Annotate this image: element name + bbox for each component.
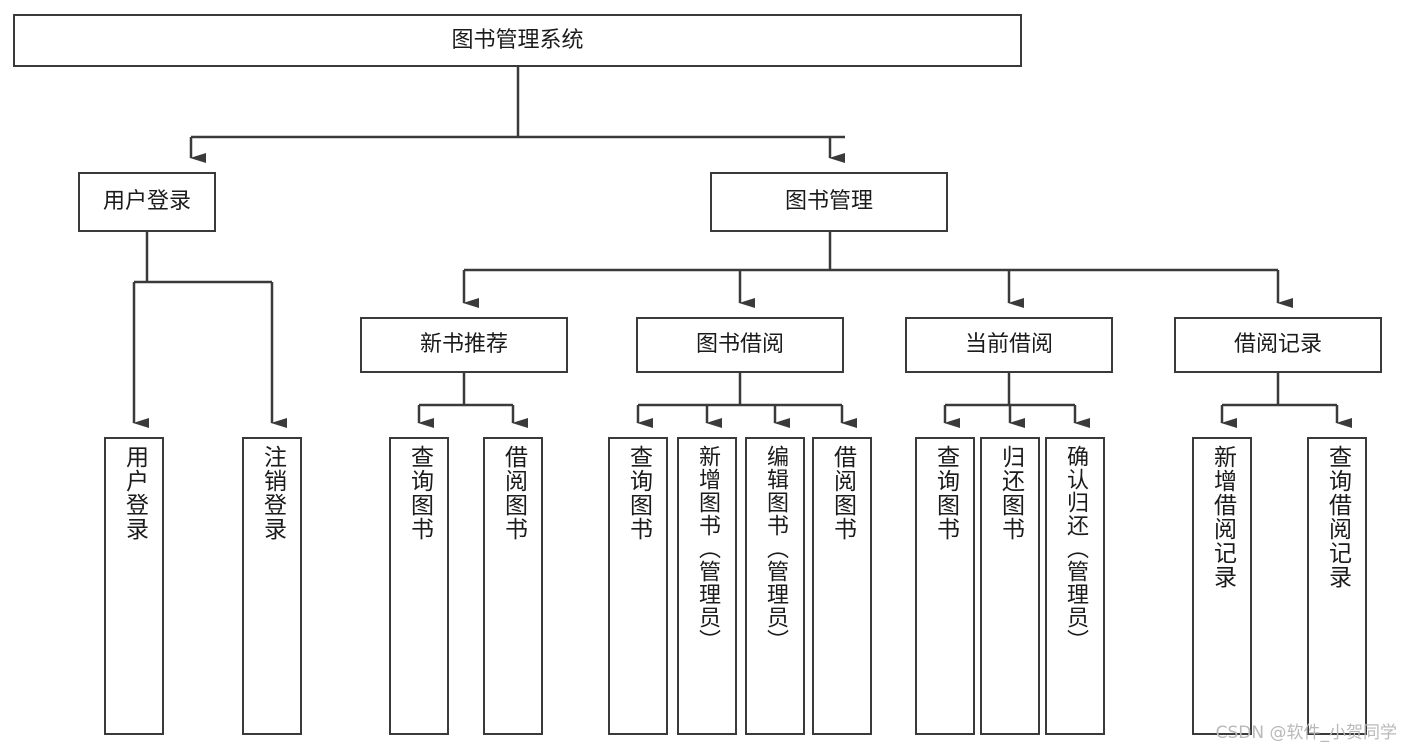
node-label: 编辑图书（管理员） xyxy=(763,445,788,652)
node-label: 新增图书（管理员） xyxy=(695,445,720,652)
leaf-record-query-record[interactable]: 查询借阅记录 xyxy=(1307,437,1367,735)
node-label: 图书管理 xyxy=(784,189,873,215)
leaf-record-add-record[interactable]: 新增借阅记录 xyxy=(1192,437,1252,735)
node-root-system[interactable]: 图书管理系统 xyxy=(13,14,1022,67)
node-label: 查询图书 xyxy=(625,445,652,541)
leaf-user-login-login[interactable]: 用户登录 xyxy=(104,437,164,735)
node-label: 确认归还（管理员） xyxy=(1063,445,1088,652)
leaf-borrow-borrow-book[interactable]: 借阅图书 xyxy=(812,437,872,735)
node-borrow-record[interactable]: 借阅记录 xyxy=(1174,317,1382,373)
leaf-current-query-book[interactable]: 查询图书 xyxy=(915,437,975,735)
node-label: 借阅记录 xyxy=(1233,332,1322,358)
node-new-book-recommend[interactable]: 新书推荐 xyxy=(360,317,568,373)
node-label: 借阅图书 xyxy=(500,445,527,541)
csdn-watermark: CSDN @软件_小贺同学 xyxy=(1215,723,1397,743)
node-book-management[interactable]: 图书管理 xyxy=(710,172,948,232)
node-label: 查询图书 xyxy=(932,445,959,541)
node-label: 新增借阅记录 xyxy=(1209,445,1236,589)
node-label: 归还图书 xyxy=(997,445,1024,541)
leaf-borrow-query-book[interactable]: 查询图书 xyxy=(608,437,668,735)
leaf-borrow-add-book-admin[interactable]: 新增图书（管理员） xyxy=(677,437,737,735)
leaf-user-login-logout[interactable]: 注销登录 xyxy=(242,437,302,735)
node-label: 用户登录 xyxy=(121,445,148,541)
node-label: 图书借阅 xyxy=(695,332,784,358)
node-current-borrow[interactable]: 当前借阅 xyxy=(905,317,1113,373)
leaf-current-return-book[interactable]: 归还图书 xyxy=(980,437,1040,735)
node-label: 注销登录 xyxy=(259,445,286,541)
node-label: 新书推荐 xyxy=(419,332,508,358)
leaf-current-confirm-return-admin[interactable]: 确认归还（管理员） xyxy=(1045,437,1105,735)
node-label: 查询借阅记录 xyxy=(1324,445,1351,589)
leaf-borrow-edit-book-admin[interactable]: 编辑图书（管理员） xyxy=(745,437,805,735)
node-label: 图书管理系统 xyxy=(451,27,584,53)
node-label: 当前借阅 xyxy=(964,332,1053,358)
node-book-borrow[interactable]: 图书借阅 xyxy=(636,317,844,373)
leaf-recommend-borrow-book[interactable]: 借阅图书 xyxy=(483,437,543,735)
node-label: 借阅图书 xyxy=(829,445,856,541)
node-user-login[interactable]: 用户登录 xyxy=(78,172,216,232)
node-label: 查询图书 xyxy=(406,445,433,541)
node-label: 用户登录 xyxy=(102,189,191,215)
leaf-recommend-query-book[interactable]: 查询图书 xyxy=(389,437,449,735)
